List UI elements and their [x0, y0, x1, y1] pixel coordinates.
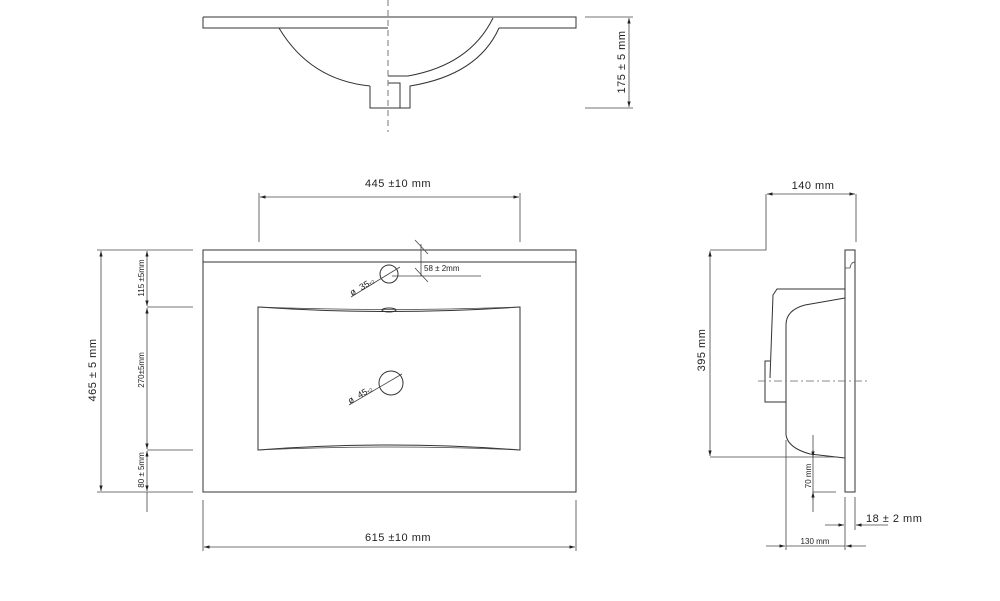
top-section-view: 175 ± 5 mm [202, 0, 633, 132]
svg-text:130 mm: 130 mm [801, 537, 830, 546]
svg-text:ø 35±2: ø 35±2 [348, 276, 376, 298]
dimension-total-width: 615 ±10 mm [202, 500, 577, 551]
bowl-profile-outer [769, 288, 845, 379]
dimension-bottom-depth: 130 mm [766, 440, 866, 550]
svg-text:115 ±5mm: 115 ±5mm [137, 259, 146, 296]
svg-text:80 ± 5mm: 80 ± 5mm [137, 452, 146, 488]
side-view: 140 mm 395 mm 70 mm 18 ± 2 mm 130 mm [696, 180, 922, 550]
svg-text:18 ± 2 mm: 18 ± 2 mm [866, 513, 922, 525]
dimension-segments: 115 ±5mm 270±5mm 80 ± 5mm [137, 251, 193, 512]
svg-text:ø 45±2: ø 45±2 [346, 384, 374, 406]
dimension-basin-width: 445 ±10 mm [258, 178, 521, 242]
dimension-drain-offset: 70 mm [804, 435, 836, 512]
overflow-icon [381, 307, 397, 313]
dimension-total-depth: 465 ± 5 mm [87, 249, 193, 493]
dimension-thickness: 18 ± 2 mm [825, 497, 922, 550]
svg-text:58 ± 2mm: 58 ± 2mm [424, 264, 460, 273]
svg-text:395 mm: 395 mm [696, 329, 708, 372]
bowl-profile-inner [785, 297, 846, 459]
dimension-top-depth: 140 mm [710, 180, 857, 251]
bowl-curve-left [278, 27, 371, 87]
drain-hole: ø 45±2 [346, 370, 404, 406]
countertop-outline [202, 249, 577, 493]
bowl-curve-right-inner [388, 17, 494, 77]
height-label: 175 ± 5 mm [616, 30, 628, 93]
dimension-height-top: 175 ± 5 mm [585, 16, 633, 109]
basin-outline [257, 306, 521, 451]
slab-outline-right [203, 16, 577, 29]
svg-text:140 mm: 140 mm [792, 180, 835, 192]
svg-text:445 ±10 mm: 445 ±10 mm [365, 178, 431, 190]
svg-text:70 mm: 70 mm [804, 463, 813, 488]
svg-text:270±5mm: 270±5mm [137, 352, 146, 388]
front-plan-view: ø 35±2 58 ± 2mm ø 45±2 445 ±10 mm [87, 178, 577, 551]
slab-profile [844, 249, 856, 493]
svg-text:465 ± 5 mm: 465 ± 5 mm [87, 338, 99, 401]
svg-text:615 ±10 mm: 615 ±10 mm [365, 532, 431, 544]
tap-hole: ø 35±2 [348, 264, 401, 298]
dimension-side-height: 395 mm [696, 251, 838, 458]
tap-offset-dimension: 58 ± 2mm [392, 239, 481, 283]
